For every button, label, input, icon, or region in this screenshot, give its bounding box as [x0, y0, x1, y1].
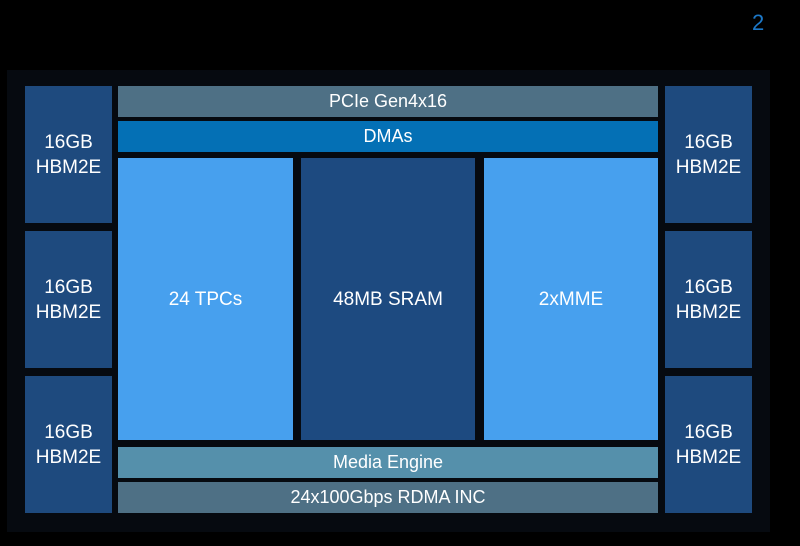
hbm-type: HBM2E: [35, 446, 102, 468]
page-number: 2: [752, 10, 765, 35]
hbm-size: 16GB: [44, 276, 93, 298]
rdma-block: 24x100Gbps RDMA INC: [118, 482, 658, 513]
media-engine-block: Media Engine: [118, 447, 658, 478]
mme-block: 2xMME: [484, 158, 658, 440]
hbm-type: HBM2E: [35, 301, 102, 323]
hbm-type: HBM2E: [35, 156, 102, 178]
hbm-type: HBM2E: [675, 156, 742, 178]
hbm-right-3: 16GB HBM2E: [665, 376, 752, 513]
dmas-block: DMAs: [118, 121, 658, 152]
hbm-left-3: 16GB HBM2E: [25, 376, 112, 513]
tpcs-block: 24 TPCs: [118, 158, 293, 440]
hbm-size: 16GB: [44, 131, 93, 153]
hbm-size: 16GB: [684, 276, 733, 298]
hbm-left-2: 16GB HBM2E: [25, 231, 112, 368]
hbm-type: HBM2E: [675, 301, 742, 323]
hbm-size: 16GB: [44, 421, 93, 443]
hbm-left-1: 16GB HBM2E: [25, 86, 112, 223]
hbm-size: 16GB: [684, 421, 733, 443]
pcie-block: PCIe Gen4x16: [118, 86, 658, 117]
hbm-type: HBM2E: [675, 446, 742, 468]
hbm-size: 16GB: [684, 131, 733, 153]
hbm-right-2: 16GB HBM2E: [665, 231, 752, 368]
sram-block: 48MB SRAM: [301, 158, 475, 440]
hbm-right-1: 16GB HBM2E: [665, 86, 752, 223]
